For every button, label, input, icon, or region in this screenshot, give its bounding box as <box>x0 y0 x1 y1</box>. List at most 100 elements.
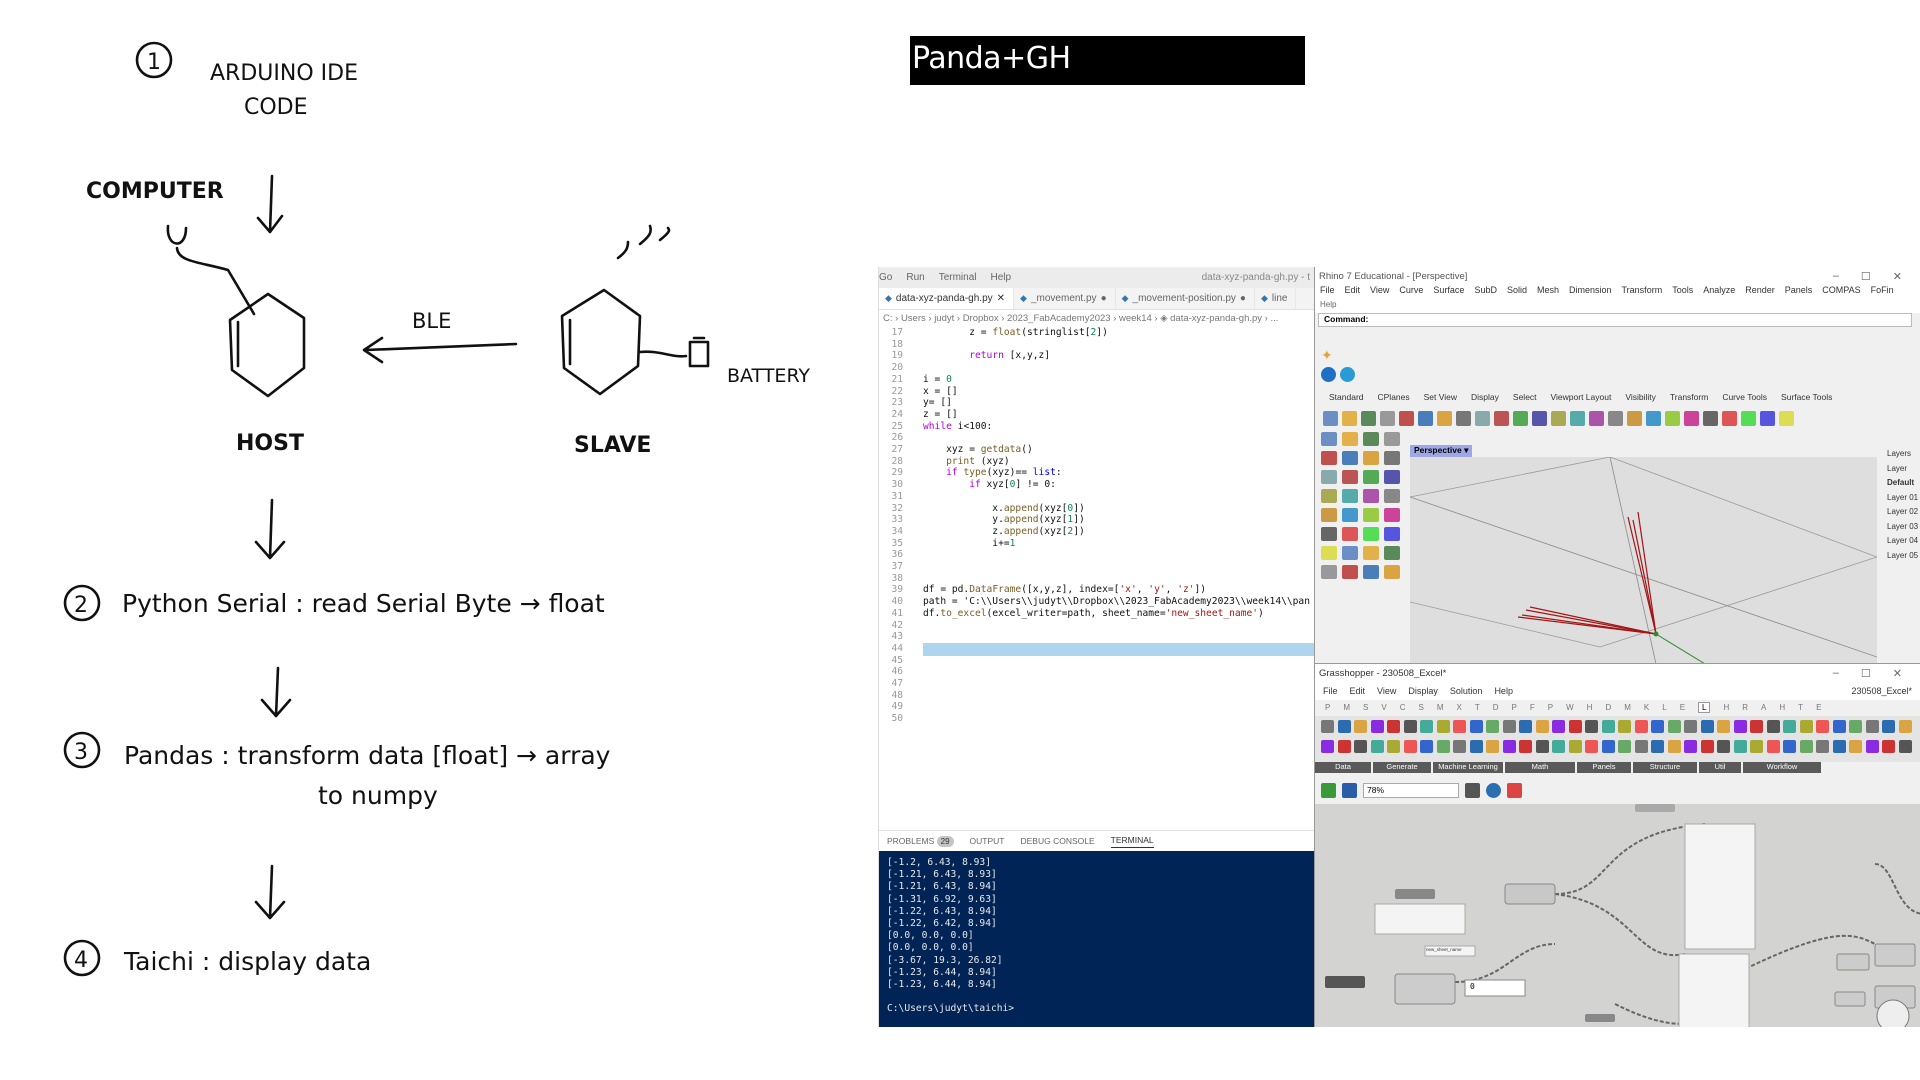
gh-component-icon[interactable] <box>1436 720 1450 733</box>
side-tool-icon[interactable] <box>1363 565 1379 579</box>
side-tool-icon[interactable] <box>1321 527 1337 541</box>
rhino-menu-item[interactable]: Solid <box>1506 285 1527 295</box>
rhino-menu-item[interactable]: Transform <box>1621 285 1663 295</box>
gh-component-icon[interactable] <box>1717 740 1730 753</box>
code-line[interactable]: if type(xyz)== list: <box>946 467 1062 479</box>
toolbar-tool-icon[interactable] <box>1361 410 1376 426</box>
gh-menu-item[interactable]: Display <box>1408 686 1438 696</box>
gh-component[interactable] <box>1635 804 1675 812</box>
gh-tab[interactable]: P <box>1511 702 1517 712</box>
toolbar-tool-icon[interactable] <box>1399 410 1414 426</box>
gh-component-icon[interactable] <box>1337 740 1351 753</box>
rhino-toolbar-tab[interactable]: Viewport Layout <box>1550 392 1612 402</box>
side-tool-icon[interactable] <box>1321 489 1337 503</box>
rhino-menu-item[interactable]: FoFin <box>1870 285 1894 295</box>
gh-ribbon-group-label[interactable]: Structure <box>1633 762 1697 773</box>
layer-item[interactable]: Layer 05 <box>1887 550 1919 560</box>
plugin-icon[interactable] <box>1340 367 1355 382</box>
gh-component-icon[interactable] <box>1733 740 1747 753</box>
side-tool-icon[interactable] <box>1363 432 1379 446</box>
gh-component-icon[interactable] <box>1882 740 1895 753</box>
gh-component-icon[interactable] <box>1337 720 1351 733</box>
rhino-menu-item[interactable]: Edit <box>1344 285 1361 295</box>
toolbar-tool-icon[interactable] <box>1494 410 1509 426</box>
gh-component-icon[interactable] <box>1502 720 1516 733</box>
gh-component-icon[interactable] <box>1469 720 1483 733</box>
tab-debug-console[interactable]: DEBUG CONSOLE <box>1020 836 1095 846</box>
gh-component-icon[interactable] <box>1849 720 1862 733</box>
layer-item[interactable]: Layer 01 <box>1887 492 1919 502</box>
gh-component-icon[interactable] <box>1750 720 1763 733</box>
gh-component-icon[interactable] <box>1552 740 1565 753</box>
gh-component-icon[interactable] <box>1436 740 1450 753</box>
side-tool-icon[interactable] <box>1342 565 1358 579</box>
gh-component-icon[interactable] <box>1898 720 1912 733</box>
gh-tab[interactable]: H <box>1779 702 1786 712</box>
gh-component-icon[interactable] <box>1568 740 1582 753</box>
rhino-menu-item[interactable]: Dimension <box>1568 285 1612 295</box>
side-tool-icon[interactable] <box>1363 470 1379 484</box>
rhino-menu-item[interactable]: Mesh <box>1536 285 1559 295</box>
toolbar-tool-icon[interactable] <box>1665 410 1680 426</box>
toolbar-tool-icon[interactable] <box>1646 410 1661 426</box>
side-tool-icon[interactable] <box>1321 565 1337 579</box>
gh-component-icon[interactable] <box>1766 740 1780 753</box>
rhino-menu-item[interactable]: Surface <box>1433 285 1465 295</box>
viewport-tab-perspective[interactable]: Perspective ▾ <box>1410 445 1473 457</box>
code-line[interactable]: x = [] <box>923 385 958 397</box>
gh-tab[interactable]: T <box>1798 702 1804 712</box>
rhino-menu-item[interactable]: Render <box>1745 285 1775 295</box>
toolbar-tool-icon[interactable] <box>1418 410 1433 426</box>
gh-ribbon-group-label[interactable]: Panels <box>1577 762 1631 773</box>
maximize-icon[interactable]: ☐ <box>1860 270 1871 283</box>
gh-component-icon[interactable] <box>1832 720 1846 733</box>
minimize-icon[interactable]: – <box>1832 269 1839 282</box>
side-tool-icon[interactable] <box>1342 489 1358 503</box>
close-icon[interactable]: ✕ <box>996 293 1006 304</box>
menu-terminal[interactable]: Terminal <box>938 272 977 283</box>
rhino-toolbar-tab[interactable]: Curve Tools <box>1722 392 1768 402</box>
tab-movement[interactable]: ◆ _movement.py ● <box>1014 288 1116 309</box>
gh-tab[interactable]: S <box>1418 702 1424 712</box>
gh-tab[interactable]: W <box>1566 702 1574 712</box>
gh-component-icon[interactable] <box>1321 720 1334 733</box>
toolbar-tool-icon[interactable] <box>1741 410 1756 426</box>
code-line[interactable]: i = 0 <box>923 373 952 385</box>
gh-canvas[interactable]: 0 new_sheet_name <box>1315 804 1920 1027</box>
gh-component-icon[interactable] <box>1519 720 1532 733</box>
gh-tab[interactable]: P <box>1325 702 1331 712</box>
minimize-icon[interactable]: – <box>1832 666 1839 679</box>
toolbar-tool-icon[interactable] <box>1323 410 1338 426</box>
toolbar-tool-icon[interactable] <box>1475 410 1490 426</box>
code-line[interactable]: if xyz[0] != 0: <box>969 479 1056 491</box>
gh-component-icon[interactable] <box>1684 720 1697 733</box>
breadcrumb[interactable]: C: › Users › judyt › Dropbox › 2023_FabA… <box>883 313 1279 324</box>
side-tool-icon[interactable] <box>1321 470 1337 484</box>
gh-tab[interactable]: R <box>1742 702 1749 712</box>
rhino-toolbar-tab[interactable]: Surface Tools <box>1781 392 1833 402</box>
maximize-icon[interactable]: ☐ <box>1860 667 1871 680</box>
gh-tab[interactable]: F <box>1529 702 1535 712</box>
gh-ribbon-group-label[interactable]: Util <box>1699 762 1741 773</box>
command-input[interactable]: Command: <box>1318 313 1912 327</box>
gh-tab[interactable]: D <box>1492 702 1499 712</box>
rhino-menu-item[interactable]: Panels <box>1784 285 1813 295</box>
gh-component-icon[interactable] <box>1502 740 1516 753</box>
gh-component-icon[interactable] <box>1387 720 1400 733</box>
gh-component[interactable] <box>1874 943 1916 967</box>
unsaved-dot-icon[interactable]: ● <box>1239 293 1246 304</box>
gh-tab[interactable]: A <box>1761 702 1767 712</box>
gh-menu-item[interactable]: Help <box>1494 686 1513 696</box>
gh-data-panel[interactable] <box>1678 953 1750 1027</box>
gh-component-icon[interactable] <box>1783 740 1796 753</box>
toolbar-tool-icon[interactable] <box>1608 410 1623 426</box>
gh-ribbon-group-label[interactable]: Math <box>1505 762 1575 773</box>
gh-component-icon[interactable] <box>1585 740 1598 753</box>
gh-component-icon[interactable] <box>1354 720 1367 733</box>
layer-item[interactable]: Layer 04 <box>1887 536 1919 545</box>
gh-document-name[interactable]: 230508_Excel* <box>1851 686 1912 696</box>
side-tool-icon[interactable] <box>1384 451 1400 465</box>
code-line[interactable]: path = 'C:\\Users\\judyt\\Dropbox\\2023_… <box>923 596 1310 608</box>
gh-component-icon[interactable] <box>1601 740 1615 753</box>
toolbar-tool-icon[interactable] <box>1437 410 1452 426</box>
